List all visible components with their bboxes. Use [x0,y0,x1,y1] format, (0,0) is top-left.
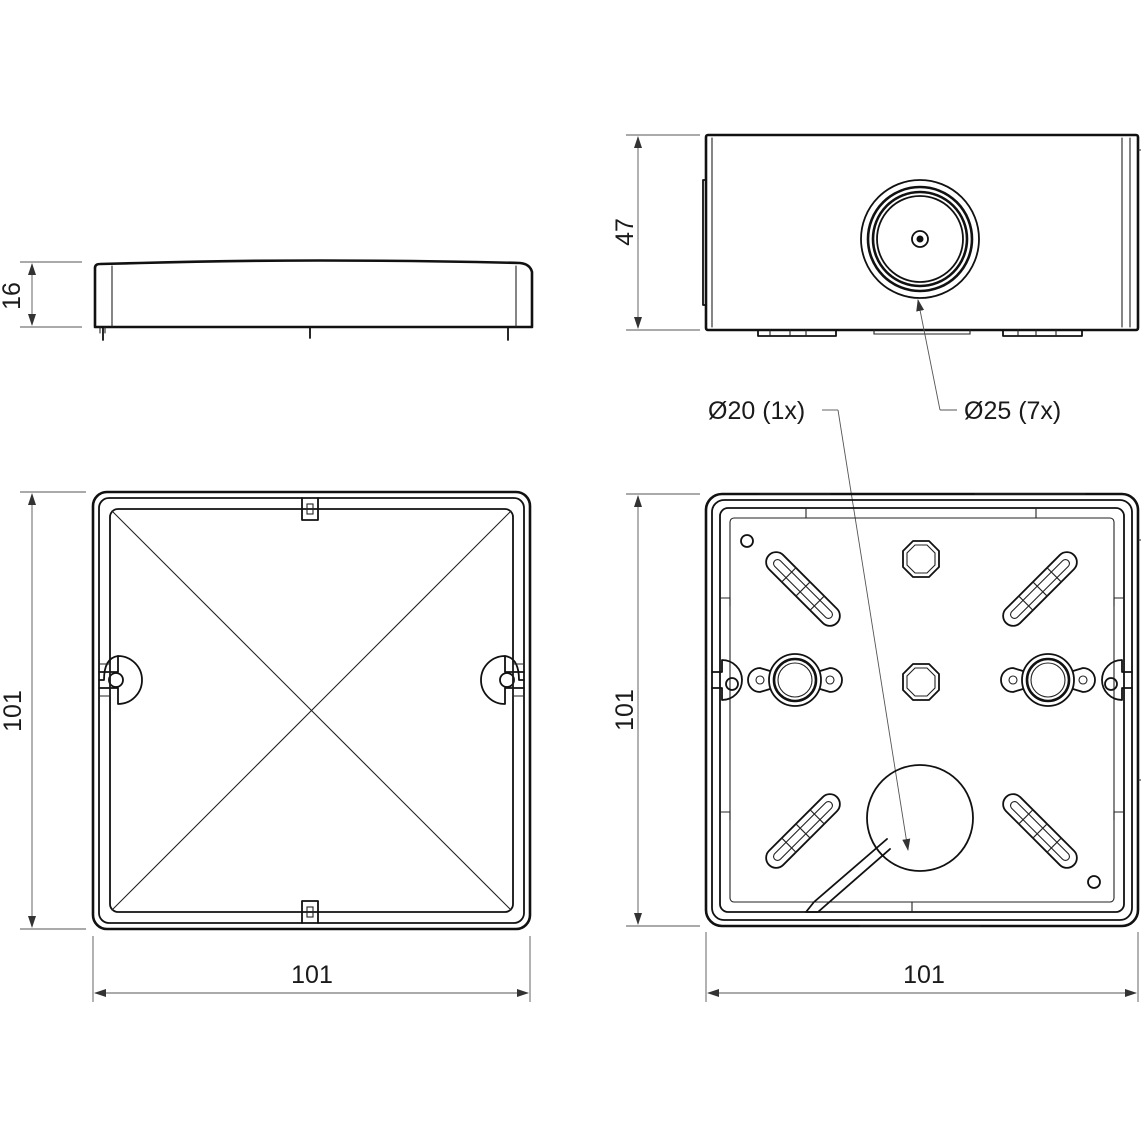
bottom-knockout [805,764,974,913]
box-height-label: 47 [611,218,639,246]
lid-width-label: 101 [291,961,333,989]
right-mounting-boss [1000,653,1096,707]
lid-height-dimension: 16 [0,261,82,328]
box-height-dimension: 47 [611,134,700,331]
side-grommet [860,179,980,299]
hole-large-label: Ø25 (7x) [964,397,1061,425]
lid-top-view [91,490,532,931]
hole-small-label: Ø20 (1x) [708,397,805,425]
box-top-view [704,492,1141,928]
box-top-dimensions: 101 101 [611,493,1139,1002]
hole-callouts: Ø25 (7x) Ø20 (1x) [708,299,1061,851]
lid-side-view [93,259,534,341]
left-mounting-boss [747,653,843,707]
box-depth-label: 101 [611,689,639,731]
lid-top-dimensions: 101 101 [0,491,531,1002]
lid-side-label: 101 [0,690,27,732]
box-width-label: 101 [903,961,945,989]
lid-height-label: 16 [0,282,26,310]
box-side-view [702,133,1141,337]
